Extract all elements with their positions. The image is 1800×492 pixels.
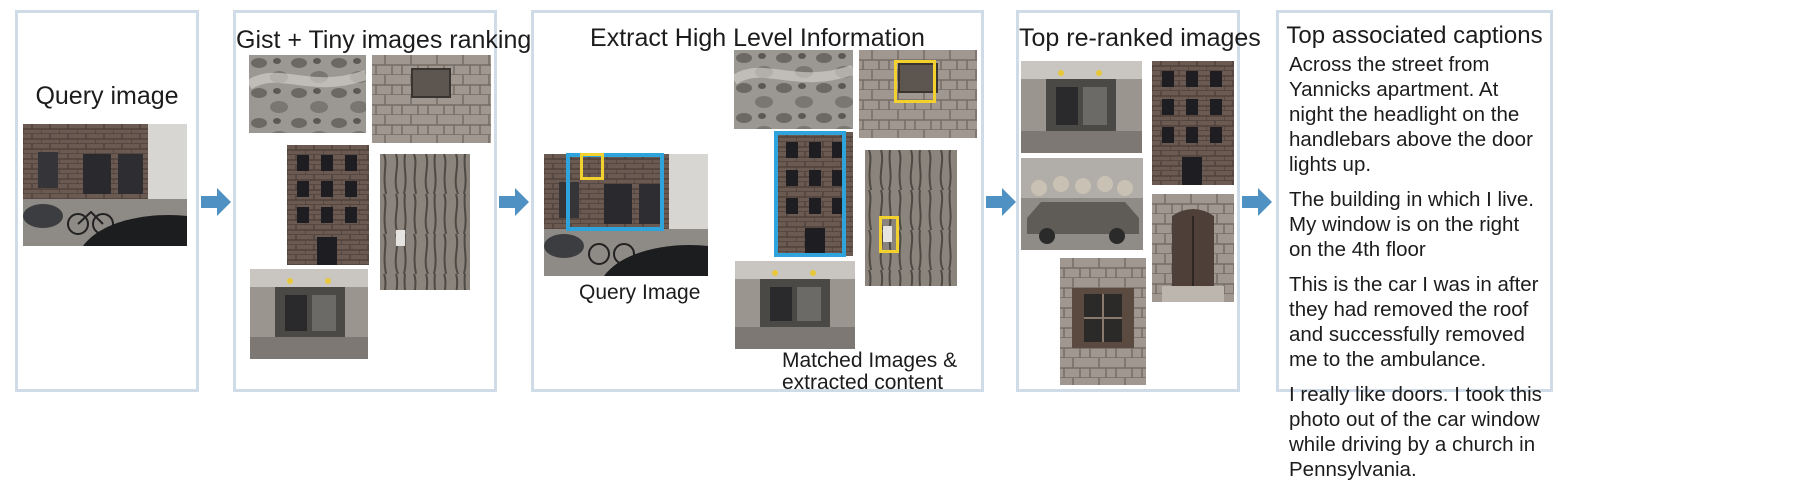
reranked-door: [1152, 194, 1234, 302]
arrow-right-icon: [986, 188, 1016, 216]
extract-query-label: Query Image: [579, 281, 701, 304]
query-window-highlight: [580, 153, 604, 180]
reranked-car: [1021, 158, 1143, 250]
gist-panel-title: Gist + Tiny images ranking: [236, 26, 532, 54]
matched-figure-highlight: [879, 216, 899, 253]
matched-storefront: [735, 261, 855, 349]
gist-result-bark: [380, 154, 470, 290]
arrow-right-icon: [499, 188, 529, 216]
reranked-building: [1152, 61, 1234, 185]
captions-panel-title: Top associated captions: [1286, 22, 1543, 49]
reranked-storefront: [1021, 61, 1142, 153]
gist-result-storefront: [250, 269, 368, 359]
caption-item: Across the street from Yannicks apartmen…: [1289, 53, 1533, 176]
matched-building-highlight: [774, 131, 846, 257]
extract-matched-label-line2: extracted content: [782, 371, 944, 394]
gist-result-building: [287, 145, 369, 265]
gist-result-window-wall: [372, 55, 491, 143]
caption-item: The building in which I live. My window …: [1289, 188, 1534, 261]
caption-list: Across the street from Yannicks apartmen…: [1289, 52, 1547, 492]
query-panel-title: Query image: [35, 82, 179, 110]
arrow-right-icon: [1242, 188, 1272, 216]
arrow-right-icon: [201, 188, 231, 216]
matched-wall: [734, 50, 853, 129]
query-image: [23, 124, 187, 246]
query-building-highlight: [566, 153, 664, 231]
matched-window-highlight: [894, 60, 936, 103]
captions-panel: Top associated captions: [1276, 10, 1553, 392]
extract-panel-title: Extract High Level Information: [590, 24, 925, 52]
reranked-panel-title: Top re-ranked images: [1019, 24, 1261, 52]
extract-matched-label-line1: Matched Images &: [782, 349, 958, 372]
gist-result-wall: [249, 55, 366, 133]
caption-item: I really like doors. I took this photo o…: [1289, 383, 1542, 481]
reranked-window: [1060, 258, 1146, 385]
caption-item: This is the car I was in after they had …: [1289, 273, 1539, 371]
matched-window-wall: [859, 50, 977, 138]
matched-building: [778, 132, 853, 256]
extract-query-image: [544, 154, 708, 276]
